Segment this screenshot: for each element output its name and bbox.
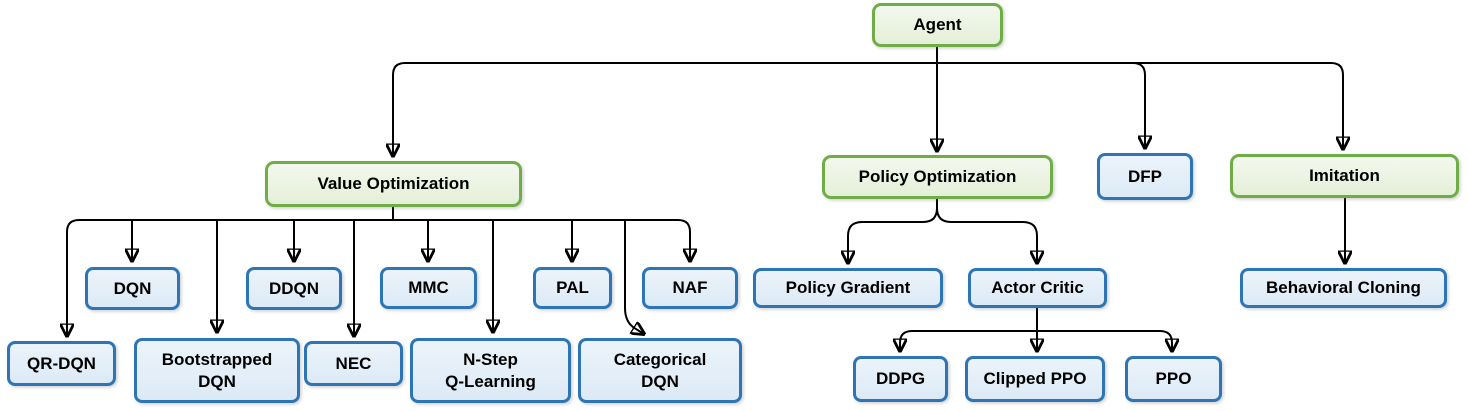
node-n-step-q-learning: N-Step Q-Learning	[410, 338, 571, 403]
node-policy-gradient: Policy Gradient	[753, 268, 943, 308]
edge-policy-optimization-actor-critic	[936, 199, 1037, 263]
edge-value-optimization-naf	[666, 219, 690, 261]
node-actor-critic: Actor Critic	[968, 268, 1107, 308]
node-ddqn: DDQN	[246, 267, 342, 310]
edge-value-optimization-categorical-dqn	[624, 220, 644, 334]
node-ppo: PPO	[1125, 356, 1222, 402]
node-ddpg: DDPG	[853, 356, 948, 402]
node-mmc: MMC	[380, 267, 477, 309]
node-nec: NEC	[304, 341, 403, 386]
node-categorical-dqn: Categorical DQN	[578, 338, 742, 403]
node-behavioral-cloning: Behavioral Cloning	[1240, 268, 1447, 308]
node-naf: NAF	[642, 267, 738, 309]
edge-value-optimization-qr-dqn	[67, 219, 91, 336]
node-dqn: DQN	[85, 267, 180, 310]
edge-agent-imitation	[937, 62, 1343, 149]
node-imitation: Imitation	[1230, 154, 1459, 198]
edge-policy-optimization-policy-gradient	[848, 199, 938, 263]
node-dfp: DFP	[1097, 153, 1193, 200]
node-value-optimization: Value Optimization	[265, 161, 522, 207]
node-pal: PAL	[533, 267, 612, 309]
node-agent: Agent	[872, 3, 1003, 47]
edge-actor-critic-ppo	[1037, 330, 1172, 351]
edge-agent-dfp	[937, 62, 1145, 148]
node-bootstrapped-dqn: Bootstrapped DQN	[134, 338, 300, 403]
edge-actor-critic-ddpg	[900, 330, 1037, 351]
edge-agent-value-optimization	[393, 62, 937, 156]
node-qr-dqn: QR-DQN	[7, 341, 116, 386]
node-policy-optimization: Policy Optimization	[822, 155, 1053, 199]
node-clipped-ppo: Clipped PPO	[965, 356, 1105, 402]
